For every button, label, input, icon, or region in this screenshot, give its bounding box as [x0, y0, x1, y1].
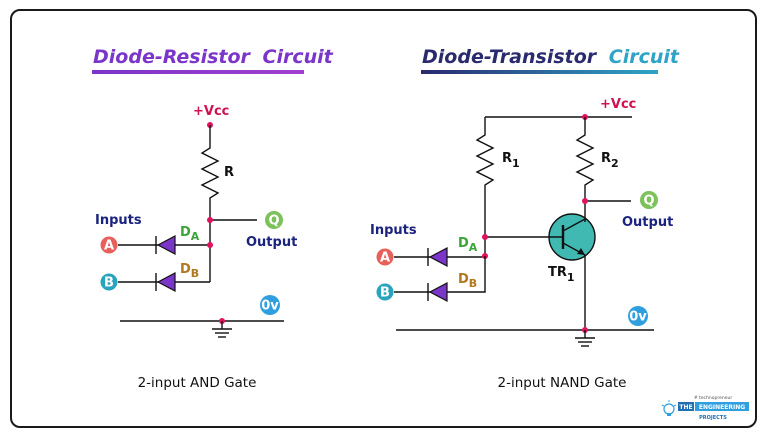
logo-projects: PROJECTS	[699, 415, 727, 421]
right-diode-a-letter: D	[458, 236, 469, 251]
right-diode-a	[428, 247, 448, 267]
right-diode-b-sub: B	[469, 277, 477, 290]
right-output-node	[582, 198, 588, 204]
left-title: Diode-Resistor Circuit	[93, 46, 334, 68]
right-tr1-sub: 1	[567, 271, 575, 284]
right-base-node	[482, 234, 488, 240]
left-caption: 2-input AND Gate	[138, 375, 257, 391]
right-ground-badge	[628, 306, 648, 326]
left-circuit: +Vcc R Q Output Inputs A DA B DB	[95, 104, 297, 338]
left-output-label: Output	[246, 235, 297, 250]
right-output-q-circle	[640, 191, 658, 209]
right-title-part1: Diode-Transistor	[422, 46, 598, 68]
right-r1-sub: 1	[512, 157, 520, 170]
left-title-part1: Diode-Resistor	[93, 46, 252, 68]
right-title-underline	[421, 70, 658, 74]
left-title-underline	[92, 70, 304, 74]
right-ground-label: 0v	[629, 310, 647, 325]
diagram-frame	[10, 9, 757, 428]
logo-the-box	[678, 402, 694, 411]
left-input-b-circle	[100, 273, 118, 291]
right-input-a-circle	[376, 248, 394, 266]
left-ground-symbol	[212, 321, 232, 338]
left-resistor-r	[200, 125, 220, 220]
right-input-b-letter: B	[380, 286, 390, 301]
right-r2-label: R2	[601, 151, 619, 170]
left-input-a-letter: A	[104, 239, 114, 254]
right-transistor-collector	[562, 218, 586, 232]
left-ground-badge	[260, 295, 280, 315]
right-input-b-circle	[376, 283, 394, 301]
left-input-b-letter: B	[104, 276, 114, 291]
left-diode-a-letter: D	[180, 225, 191, 240]
left-diode-b-letter: D	[180, 262, 191, 277]
right-input-a-letter: A	[380, 251, 390, 266]
left-title-part2: Circuit	[263, 46, 334, 68]
left-junction-node	[207, 217, 213, 223]
right-title-part2: Circuit	[609, 46, 680, 68]
right-diode-b-letter: D	[458, 272, 469, 287]
right-diode-b-label: DB	[458, 272, 477, 290]
logo-tagline: # technopreneur	[694, 395, 733, 401]
left-diode-a-node	[207, 242, 213, 248]
left-vcc-label: +Vcc	[193, 104, 229, 119]
right-tr1-letter: TR	[548, 265, 567, 280]
right-r1-letter: R	[502, 151, 512, 166]
right-diode-a-sub: A	[469, 241, 478, 254]
left-diode-a-sub: A	[191, 230, 200, 243]
right-ground-symbol	[575, 330, 595, 347]
right-resistor-r2	[575, 117, 595, 222]
right-circuit: +Vcc R1 R2 Q Output TR1 Inputs	[370, 97, 673, 347]
right-transistor-emitter-arrow	[577, 248, 585, 255]
left-resistor-label: R	[224, 165, 234, 180]
left-diode-b-sub: B	[191, 267, 199, 280]
right-tr1-label: TR1	[548, 265, 575, 284]
left-diode-b-label: DB	[180, 262, 199, 280]
right-diode-b	[428, 282, 448, 302]
right-r2-sub: 2	[611, 157, 619, 170]
logo-the: THE	[679, 404, 692, 411]
right-diode-b-wire	[394, 256, 486, 293]
left-ground-label: 0v	[261, 299, 279, 314]
right-r1-label: R1	[502, 151, 520, 170]
right-r2-letter: R	[601, 151, 611, 166]
left-diode-a	[156, 235, 176, 255]
right-inputs-label: Inputs	[370, 223, 417, 238]
left-output-q-letter: Q	[268, 214, 279, 229]
right-output-label: Output	[622, 215, 673, 230]
right-caption: 2-input NAND Gate	[498, 375, 627, 391]
logo-engineering: ENGINEERING	[699, 404, 745, 411]
left-diode-a-label: DA	[180, 225, 200, 243]
left-diode-b	[156, 272, 176, 292]
logo-bulb-icon	[661, 400, 677, 416]
right-title: Diode-Transistor Circuit	[422, 46, 680, 68]
right-diode-a-label: DA	[458, 236, 478, 254]
right-vcc-label: +Vcc	[600, 97, 636, 112]
left-output-q-circle	[265, 211, 283, 229]
left-input-a-circle	[100, 236, 118, 254]
logo-engineering-box	[695, 402, 749, 411]
engineering-projects-logo: # technopreneur THE ENGINEERING PROJECTS	[661, 395, 749, 421]
right-resistor-r1	[475, 117, 495, 256]
left-inputs-label: Inputs	[95, 213, 142, 228]
right-output-q-letter: Q	[643, 194, 654, 209]
